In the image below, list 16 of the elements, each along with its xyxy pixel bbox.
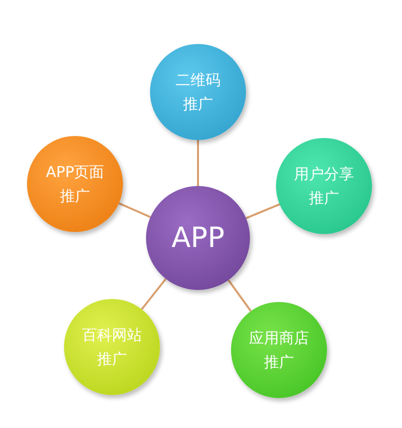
connector-line [118,202,151,218]
node-label: 二维码 [176,70,220,90]
node-label: 推广 [183,94,213,114]
node-label: APP [172,221,224,255]
connector-line [197,140,199,186]
node-label: 用户分享 [294,164,354,184]
node-label: 推广 [97,349,127,369]
connector-line [246,203,280,220]
node-label: 推广 [60,186,90,206]
node-label: 推广 [309,188,339,208]
node-label: 百科网站 [82,325,142,345]
node-label: APP页面 [46,162,104,182]
node-label: 应用商店 [249,328,309,348]
connector-line [140,278,167,310]
node-label: 推广 [264,352,294,372]
connector-line [228,280,252,312]
